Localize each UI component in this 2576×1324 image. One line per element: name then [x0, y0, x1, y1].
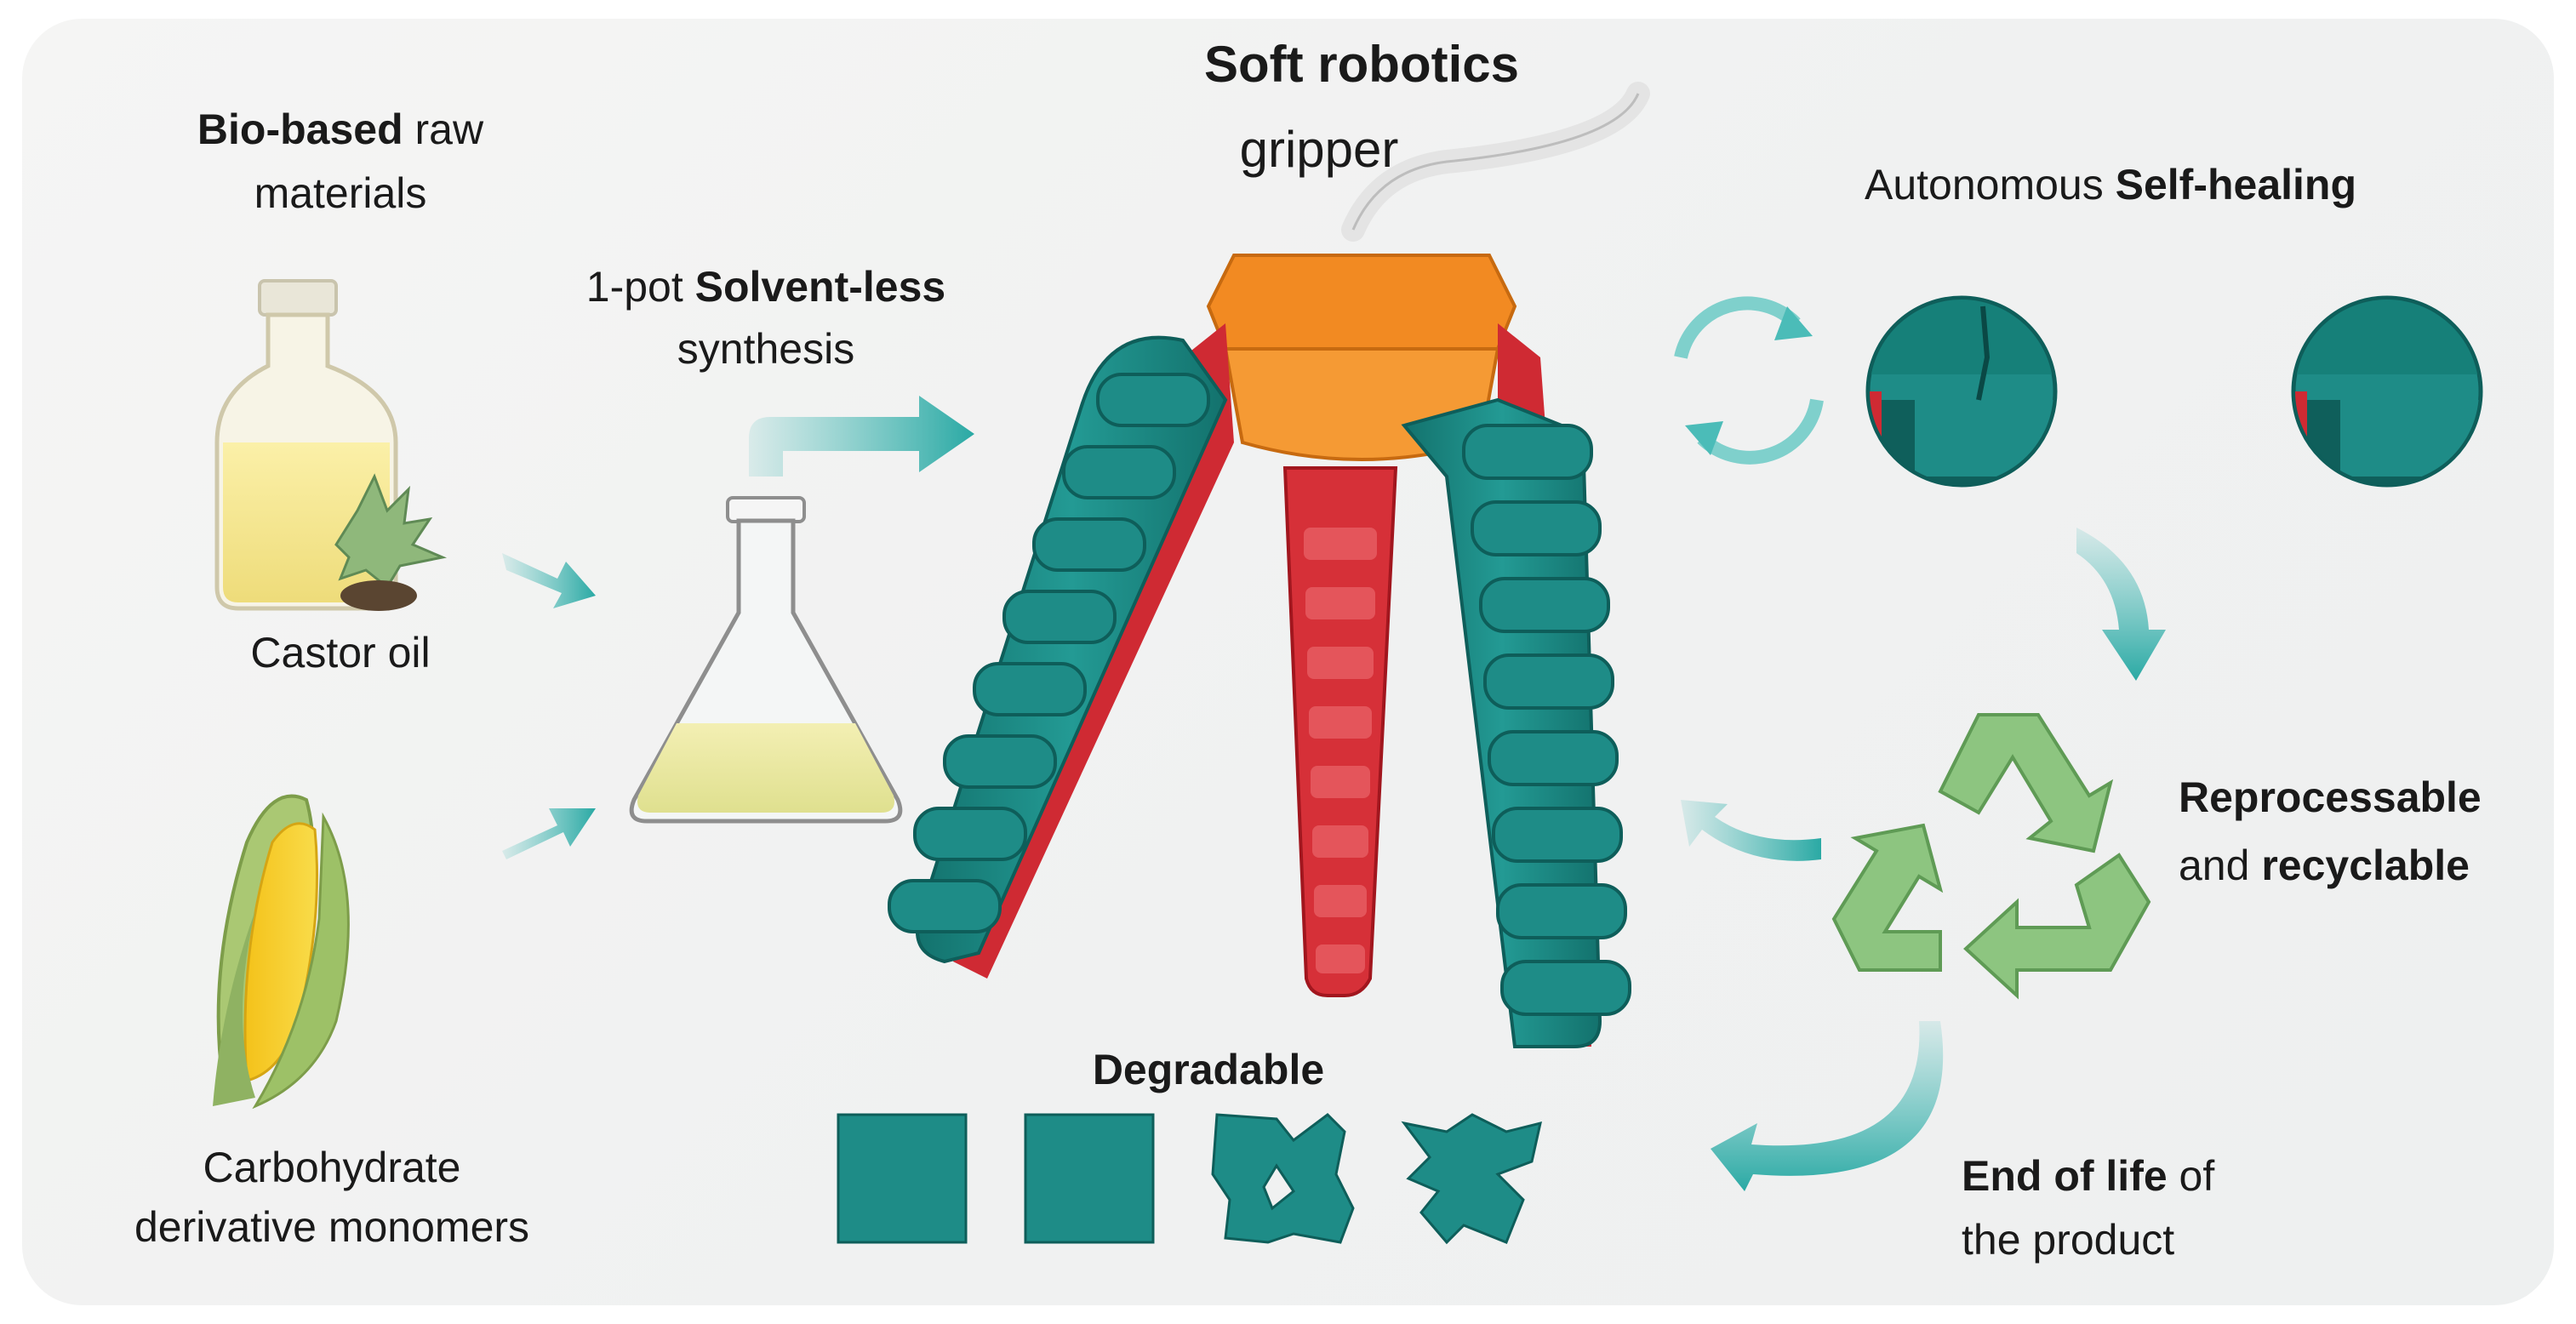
arrow-heal-to-recycle [2076, 528, 2166, 681]
recyclable-label: Reprocessable [2179, 773, 2482, 821]
degradation-stage-3 [1211, 1113, 1355, 1244]
damaged-segment-zoom [1865, 295, 2058, 488]
arrow-flask-to-gripper [749, 396, 974, 477]
castor-oil-bottle-icon [214, 279, 448, 611]
biobased-heading-line2: materials [254, 169, 427, 217]
gripper-title: Soft robotics [1204, 36, 1519, 93]
flask-icon [629, 496, 903, 824]
arrow-corn-to-flask [502, 808, 596, 859]
degradation-stage-1 [837, 1113, 968, 1244]
end-of-life-label-line2: the product [1962, 1216, 2175, 1264]
arrow-end-of-life [1711, 1021, 1944, 1191]
arrow-recycle-to-gripper [1681, 800, 1821, 861]
degradable-label: Degradable [1092, 1046, 1325, 1093]
recycle-icon [1831, 713, 2151, 1000]
degradation-stage-4 [1401, 1113, 1542, 1245]
degradation-stages [837, 1113, 1542, 1245]
healing-cycle-icon [1674, 296, 1824, 465]
carbohydrate-label: Carbohydrate [203, 1144, 461, 1191]
arrow-oil-to-flask [502, 553, 596, 608]
carbohydrate-label-line2: derivative monomers [134, 1203, 530, 1251]
biobased-heading: Bio-based raw [197, 106, 484, 153]
synthesis-label-line2: synthesis [677, 325, 855, 373]
self-healing-label: Autonomous Self-healing [1864, 161, 2356, 208]
castor-oil-label: Castor oil [250, 629, 431, 676]
synthesis-label: 1-pot Solvent-less [585, 263, 946, 311]
end-of-life-label: End of life of [1962, 1152, 2215, 1200]
recyclable-label-line2: and recyclable [2179, 842, 2470, 889]
corn-cob-icon [213, 794, 350, 1110]
degradation-stage-2 [1024, 1113, 1155, 1244]
gripper-subtitle: gripper [1239, 121, 1399, 178]
gripper-illustration [888, 254, 1631, 1048]
healed-segment-zoom [2291, 295, 2483, 488]
